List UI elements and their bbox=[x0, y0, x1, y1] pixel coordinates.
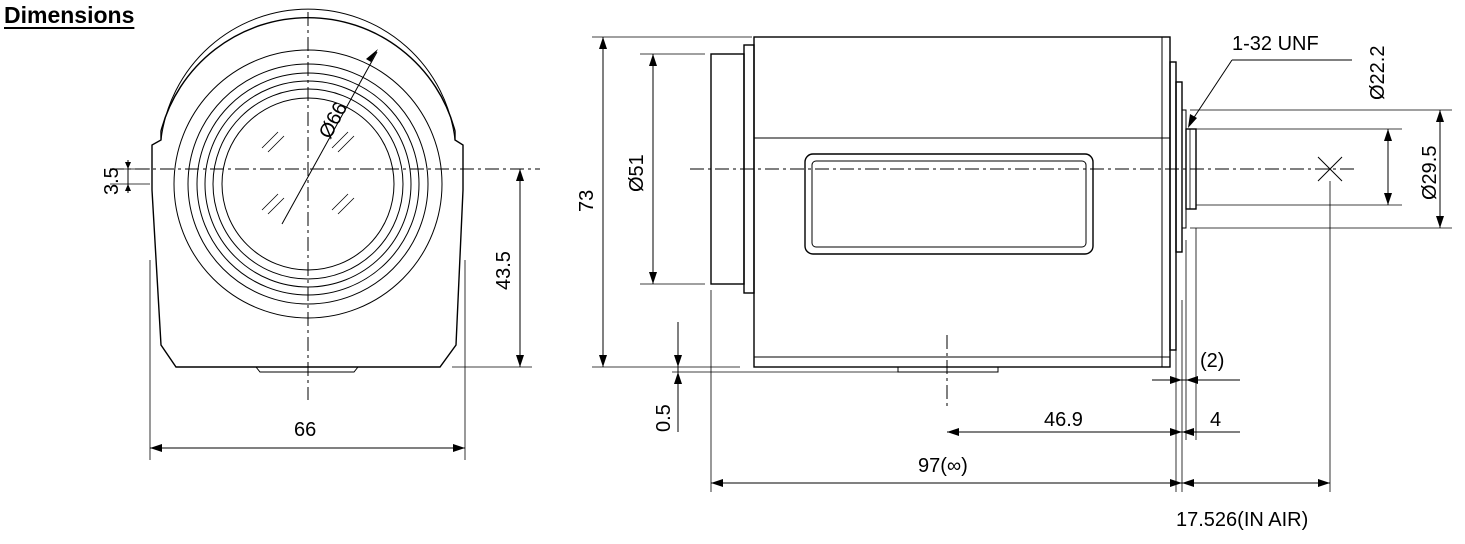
front-offset-arrow-bottom bbox=[125, 184, 131, 191]
side-height-label: 73 bbox=[576, 190, 598, 212]
front-height-label: 43.5 bbox=[493, 251, 515, 290]
side-back-focus-arrow-right bbox=[1318, 479, 1330, 487]
front-diameter-arrow bbox=[366, 49, 378, 62]
side-body bbox=[753, 36, 1171, 368]
side-window-outer bbox=[804, 153, 1094, 255]
side-mount-arrow-top bbox=[1384, 129, 1392, 141]
front-width-label: 66 bbox=[294, 419, 316, 441]
front-glass-hatch bbox=[261, 131, 355, 215]
front-lens-ring-3 bbox=[196, 72, 420, 296]
front-lens-ring-1 bbox=[173, 49, 443, 319]
front-top-arc bbox=[160, 8, 456, 141]
front-lens-ring-6 bbox=[221, 97, 395, 271]
side-lens-arrow-top bbox=[649, 54, 657, 66]
side-bottom-offset-label: 0.5 bbox=[653, 404, 675, 432]
front-bottom-pad bbox=[255, 366, 359, 373]
side-length-arrow-left bbox=[711, 479, 723, 487]
side-mount-distance-label: 46.9 bbox=[1044, 409, 1083, 431]
side-bottom-pad bbox=[897, 367, 999, 373]
side-height-arrow-bottom bbox=[599, 355, 607, 367]
side-bottom-offset-arrow-bottom bbox=[674, 372, 682, 384]
side-mount-diameter-label: Ø22.2 bbox=[1367, 46, 1389, 100]
side-back-focus-arrow-left bbox=[1182, 479, 1194, 487]
side-thread-mount bbox=[1185, 128, 1197, 210]
side-inner-arrow-bottom bbox=[1436, 216, 1444, 228]
front-diameter-leader bbox=[281, 51, 378, 225]
side-window-inner bbox=[811, 160, 1087, 248]
page-title: Dimensions bbox=[4, 2, 135, 28]
side-view: 73 Ø51 0.5 1-32 UNF Ø22.2 Ø29.5 bbox=[576, 33, 1452, 531]
side-height-arrow-top bbox=[599, 37, 607, 49]
front-lens-ring-5 bbox=[212, 88, 404, 280]
side-back-focus-label: 17.526(IN AIR) bbox=[1176, 509, 1308, 531]
side-inner-diameter-label: Ø29.5 bbox=[1419, 146, 1441, 200]
side-lens-arrow-bottom bbox=[649, 272, 657, 284]
side-bottom-offset-arrow-top bbox=[674, 355, 682, 367]
side-flange-gap-arrow-right bbox=[1186, 376, 1198, 384]
side-rear-plate bbox=[1169, 61, 1177, 351]
side-mount-distance-arrow-right bbox=[1170, 428, 1182, 436]
front-height-arrow-bottom bbox=[516, 355, 524, 367]
side-front-lens bbox=[710, 53, 745, 285]
side-rear-ring bbox=[1175, 81, 1183, 253]
front-offset-label: 3.5 bbox=[101, 167, 123, 195]
side-thread-label: 1-32 UNF bbox=[1232, 33, 1319, 55]
side-length-label: 97(∞) bbox=[918, 455, 968, 477]
front-lens-ring-2 bbox=[187, 63, 429, 305]
front-width-arrow-right bbox=[453, 444, 465, 452]
side-length-arrow-right bbox=[1170, 479, 1182, 487]
side-thread-arrow bbox=[1188, 114, 1197, 128]
side-thread-leader-diagonal bbox=[1188, 59, 1233, 126]
front-lens-ring-4 bbox=[204, 80, 412, 288]
front-offset-arrow-top bbox=[125, 162, 131, 169]
side-flange-gap-arrow-left bbox=[1170, 376, 1182, 384]
side-mount-arrow-bottom bbox=[1384, 193, 1392, 205]
side-flange-arrow-left bbox=[1182, 428, 1194, 436]
side-lens-diameter-label: Ø51 bbox=[626, 154, 648, 192]
side-flange-label: 4 bbox=[1210, 409, 1221, 431]
side-flange-gap-label: (2) bbox=[1200, 350, 1224, 372]
front-body-outline bbox=[151, 17, 464, 368]
front-diameter-label: Ø66 bbox=[315, 99, 352, 143]
front-view: Ø66 66 3.5 43.5 bbox=[101, 8, 540, 460]
side-mount-distance-arrow-left bbox=[947, 428, 959, 436]
side-focal-point-b bbox=[1317, 156, 1343, 182]
front-height-arrow-top bbox=[516, 169, 524, 181]
front-width-arrow-left bbox=[150, 444, 162, 452]
side-inner-arrow-top bbox=[1436, 110, 1444, 122]
